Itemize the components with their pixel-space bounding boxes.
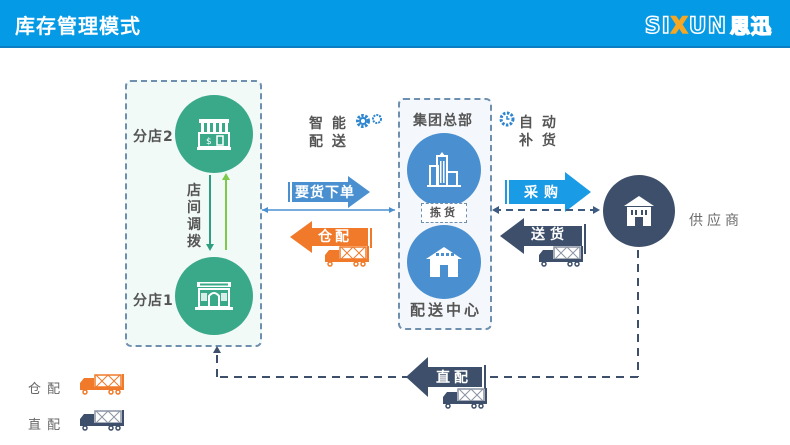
direct-delivery-label: 直配 [436,370,472,386]
header-bar [0,0,790,48]
warehouse-icon [426,247,462,277]
distribution-center-label: 配送中心 [410,301,483,319]
purchase-arrow[interactable] [505,172,595,212]
store2-label: 分店2 [133,129,174,145]
logo-latin: SIXUN [644,13,727,40]
office-building-icon [427,152,461,187]
direct-truck-icon [443,388,487,409]
smart-delivery-line1: 智 能 [309,116,348,132]
transfer-up-arrowhead [222,173,230,180]
legend-orange-truck-icon [80,374,124,395]
smart-delivery-line2: 配 送 [309,134,348,150]
supplier-node[interactable] [603,175,675,247]
orange-truck-icon [325,246,369,267]
store2-node[interactable]: $ [175,95,253,173]
shop-front-icon [195,282,233,310]
logo-cn: 思迅 [729,13,772,39]
pick-label: 拣货 [421,203,467,223]
page-title: 库存管理模式 [15,14,141,38]
svg-text:$: $ [206,137,212,147]
navy-truck-icon [539,246,583,267]
warehouse-delivery-label: 仓配 [318,229,352,245]
distribution-center-node[interactable] [407,225,481,299]
direct-delivery-arrow[interactable] [406,357,491,397]
store-icon: $ [197,119,231,150]
store1-label: 分店1 [133,293,174,309]
transfer-down-arrowhead [206,244,214,251]
hq-label: 集团总部 [413,113,473,129]
legend-label-warehouse: 仓 配 [28,382,62,397]
hq-node[interactable] [407,133,481,207]
order-arrow[interactable] [288,176,373,208]
warehouse-delivery-arrow[interactable] [290,221,375,253]
auto-replenish-line1: 自 动 [519,115,558,131]
legend-label-direct: 直 配 [28,418,62,433]
store1-node[interactable] [175,257,253,335]
supplier-label: 供应商 [689,213,743,229]
order-label: 要货下单 [295,185,355,201]
ship-label: 送货 [531,227,569,243]
auto-replenish-line2: 补 货 [519,133,558,149]
supplier-building-icon [624,196,654,226]
legend-navy-truck-icon [80,410,124,431]
clock-gear-icon [499,111,515,127]
purchase-label: 采购 [524,185,564,201]
transfer-label: 店 间 调 拨 [187,183,201,250]
ship-arrow[interactable] [500,218,590,254]
gears-icon [356,114,382,128]
